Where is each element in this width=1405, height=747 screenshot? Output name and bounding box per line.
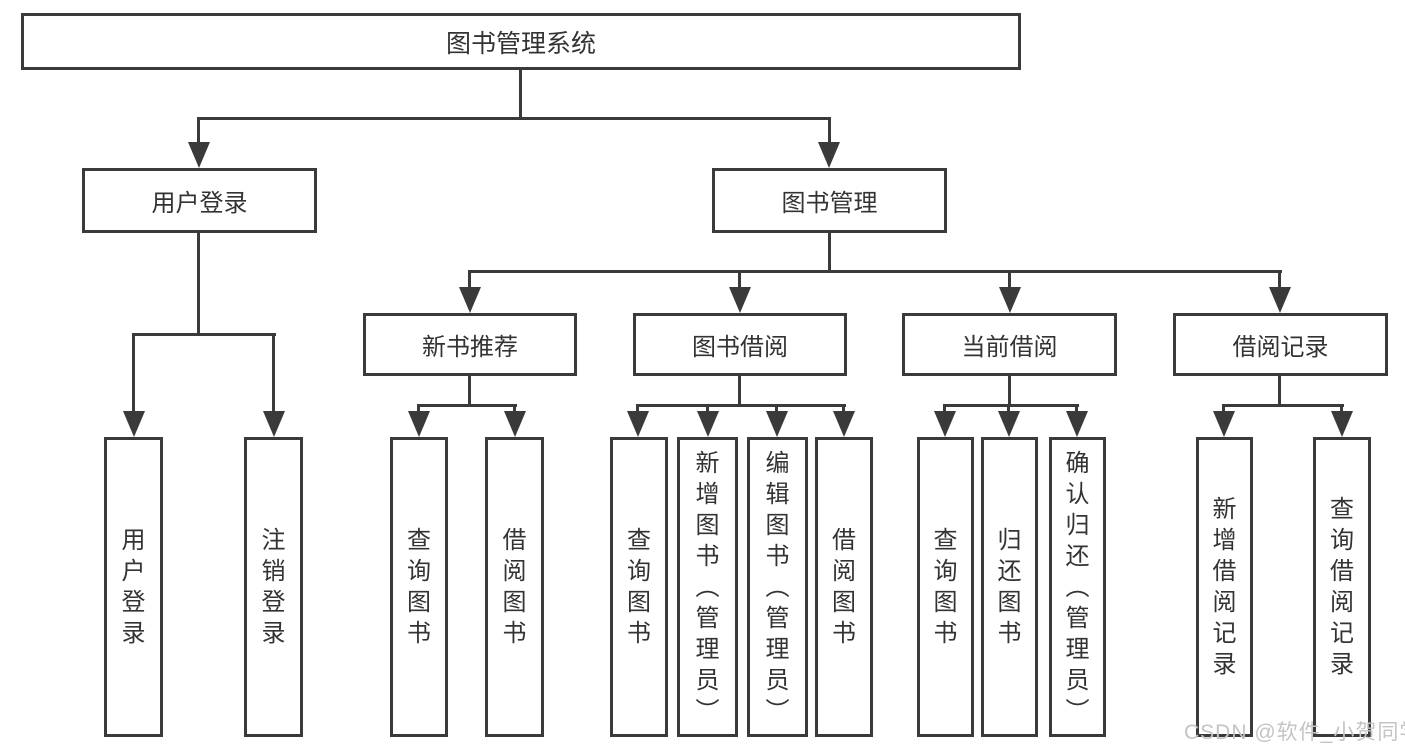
arrow-down-icon xyxy=(1269,287,1291,313)
leaf-current-query-books: 查询图书 xyxy=(917,437,974,737)
connector-line xyxy=(1075,406,1078,414)
leaf-logout-label: 注销登录 xyxy=(261,527,286,647)
connector-line xyxy=(706,406,709,414)
leaf-edit-books-admin-label: 编辑图书︵管理员︶ xyxy=(765,449,790,725)
arrow-down-icon xyxy=(123,411,145,437)
leaf-user-login-label: 用户登录 xyxy=(121,527,146,647)
connector-line xyxy=(272,335,275,413)
connector-line xyxy=(943,406,946,414)
arrow-down-icon xyxy=(1331,411,1353,437)
connector-line xyxy=(417,406,420,414)
node-user-login-branch: 用户登录 xyxy=(82,168,317,233)
leaf-borrowing-query-books-label: 查询图书 xyxy=(627,527,651,647)
connector-line xyxy=(519,69,522,119)
leaf-confirm-return-admin-label: 确认归还︵管理员︶ xyxy=(1065,449,1090,725)
node-current-borrowing-label: 当前借阅 xyxy=(961,334,1058,361)
leaf-recommend-borrow-books-label: 借阅图书 xyxy=(502,527,527,647)
arrow-down-icon xyxy=(998,411,1020,437)
leaf-return-books-label: 归还图书 xyxy=(997,527,1022,647)
arrow-down-icon xyxy=(504,411,526,437)
node-user-login-branch-label: 用户登录 xyxy=(151,190,248,217)
arrow-down-icon xyxy=(188,142,210,168)
leaf-edit-books-admin: 编辑图书︵管理员︶ xyxy=(747,437,808,737)
leaf-user-login: 用户登录 xyxy=(104,437,163,737)
node-borrowing-records-label: 借阅记录 xyxy=(1232,334,1329,361)
node-current-borrowing: 当前借阅 xyxy=(902,313,1117,376)
connector-line xyxy=(1008,272,1011,289)
leaf-borrowing-query-books: 查询图书 xyxy=(610,437,668,737)
connector-line xyxy=(197,117,831,120)
connector-line xyxy=(1222,406,1225,414)
arrow-down-icon xyxy=(408,411,430,437)
arrow-down-icon xyxy=(818,142,840,168)
connector-line xyxy=(468,272,471,289)
connector-line xyxy=(468,376,471,406)
connector-line xyxy=(132,335,135,413)
node-borrowing-records: 借阅记录 xyxy=(1173,313,1388,376)
leaf-logout: 注销登录 xyxy=(244,437,303,737)
arrow-down-icon xyxy=(833,411,855,437)
leaf-confirm-return-admin: 确认归还︵管理员︶ xyxy=(1049,437,1106,737)
leaf-recommend-borrow-books: 借阅图书 xyxy=(485,437,544,737)
node-book-management-label: 图书管理 xyxy=(781,190,878,217)
connector-line xyxy=(1340,406,1343,414)
arrow-down-icon xyxy=(1213,411,1235,437)
leaf-query-borrow-record-label: 查询借阅记录 xyxy=(1330,496,1354,678)
arrow-down-icon xyxy=(766,411,788,437)
leaf-recommend-query-books: 查询图书 xyxy=(390,437,448,737)
leaf-add-borrow-record-label: 新增借阅记录 xyxy=(1212,496,1237,678)
connector-line xyxy=(132,333,276,336)
connector-line xyxy=(1008,376,1011,406)
connector-line xyxy=(1278,272,1281,289)
node-root-label: 图书管理系统 xyxy=(445,29,596,58)
arrow-down-icon xyxy=(729,287,751,313)
leaf-add-books-admin: 新增图书︵管理员︶ xyxy=(677,437,738,737)
connector-line xyxy=(636,406,639,414)
leaf-query-borrow-record: 查询借阅记录 xyxy=(1313,437,1371,737)
connector-line xyxy=(828,119,831,143)
connector-line xyxy=(513,406,516,414)
connector-line xyxy=(197,119,200,143)
connector-line xyxy=(468,270,1282,273)
node-new-book-recommend-label: 新书推荐 xyxy=(422,334,518,361)
node-book-management: 图书管理 xyxy=(712,168,947,233)
arrow-down-icon xyxy=(1066,411,1088,437)
leaf-add-borrow-record: 新增借阅记录 xyxy=(1196,437,1253,737)
arrow-down-icon xyxy=(697,411,719,437)
leaf-current-query-books-label: 查询图书 xyxy=(933,527,958,647)
connector-line xyxy=(842,406,845,414)
leaf-recommend-query-books-label: 查询图书 xyxy=(407,527,431,647)
arrow-down-icon xyxy=(263,411,285,437)
arrow-down-icon xyxy=(627,411,649,437)
connector-line xyxy=(828,233,831,272)
connector-line xyxy=(738,376,741,406)
connector-line xyxy=(1222,404,1344,407)
connector-line xyxy=(943,404,1079,407)
node-book-borrowing: 图书借阅 xyxy=(633,313,847,376)
watermark: CSDN @软件_小贺同学 xyxy=(1184,721,1405,744)
arrow-down-icon xyxy=(459,287,481,313)
leaf-add-books-admin-label: 新增图书︵管理员︶ xyxy=(695,449,720,725)
arrow-down-icon xyxy=(999,287,1021,313)
connector-line xyxy=(775,406,778,414)
connector-line xyxy=(417,404,517,407)
leaf-borrowing-borrow-books-label: 借阅图书 xyxy=(832,527,856,647)
leaf-return-books: 归还图书 xyxy=(981,437,1038,737)
connector-line xyxy=(1278,376,1281,406)
node-book-borrowing-label: 图书借阅 xyxy=(692,334,788,361)
connector-line xyxy=(738,272,741,289)
node-new-book-recommend: 新书推荐 xyxy=(363,313,577,376)
connector-line xyxy=(1007,406,1010,414)
connector-line xyxy=(197,233,200,336)
leaf-borrowing-borrow-books: 借阅图书 xyxy=(815,437,873,737)
connector-line xyxy=(636,404,846,407)
arrow-down-icon xyxy=(934,411,956,437)
node-root: 图书管理系统 xyxy=(21,13,1021,70)
